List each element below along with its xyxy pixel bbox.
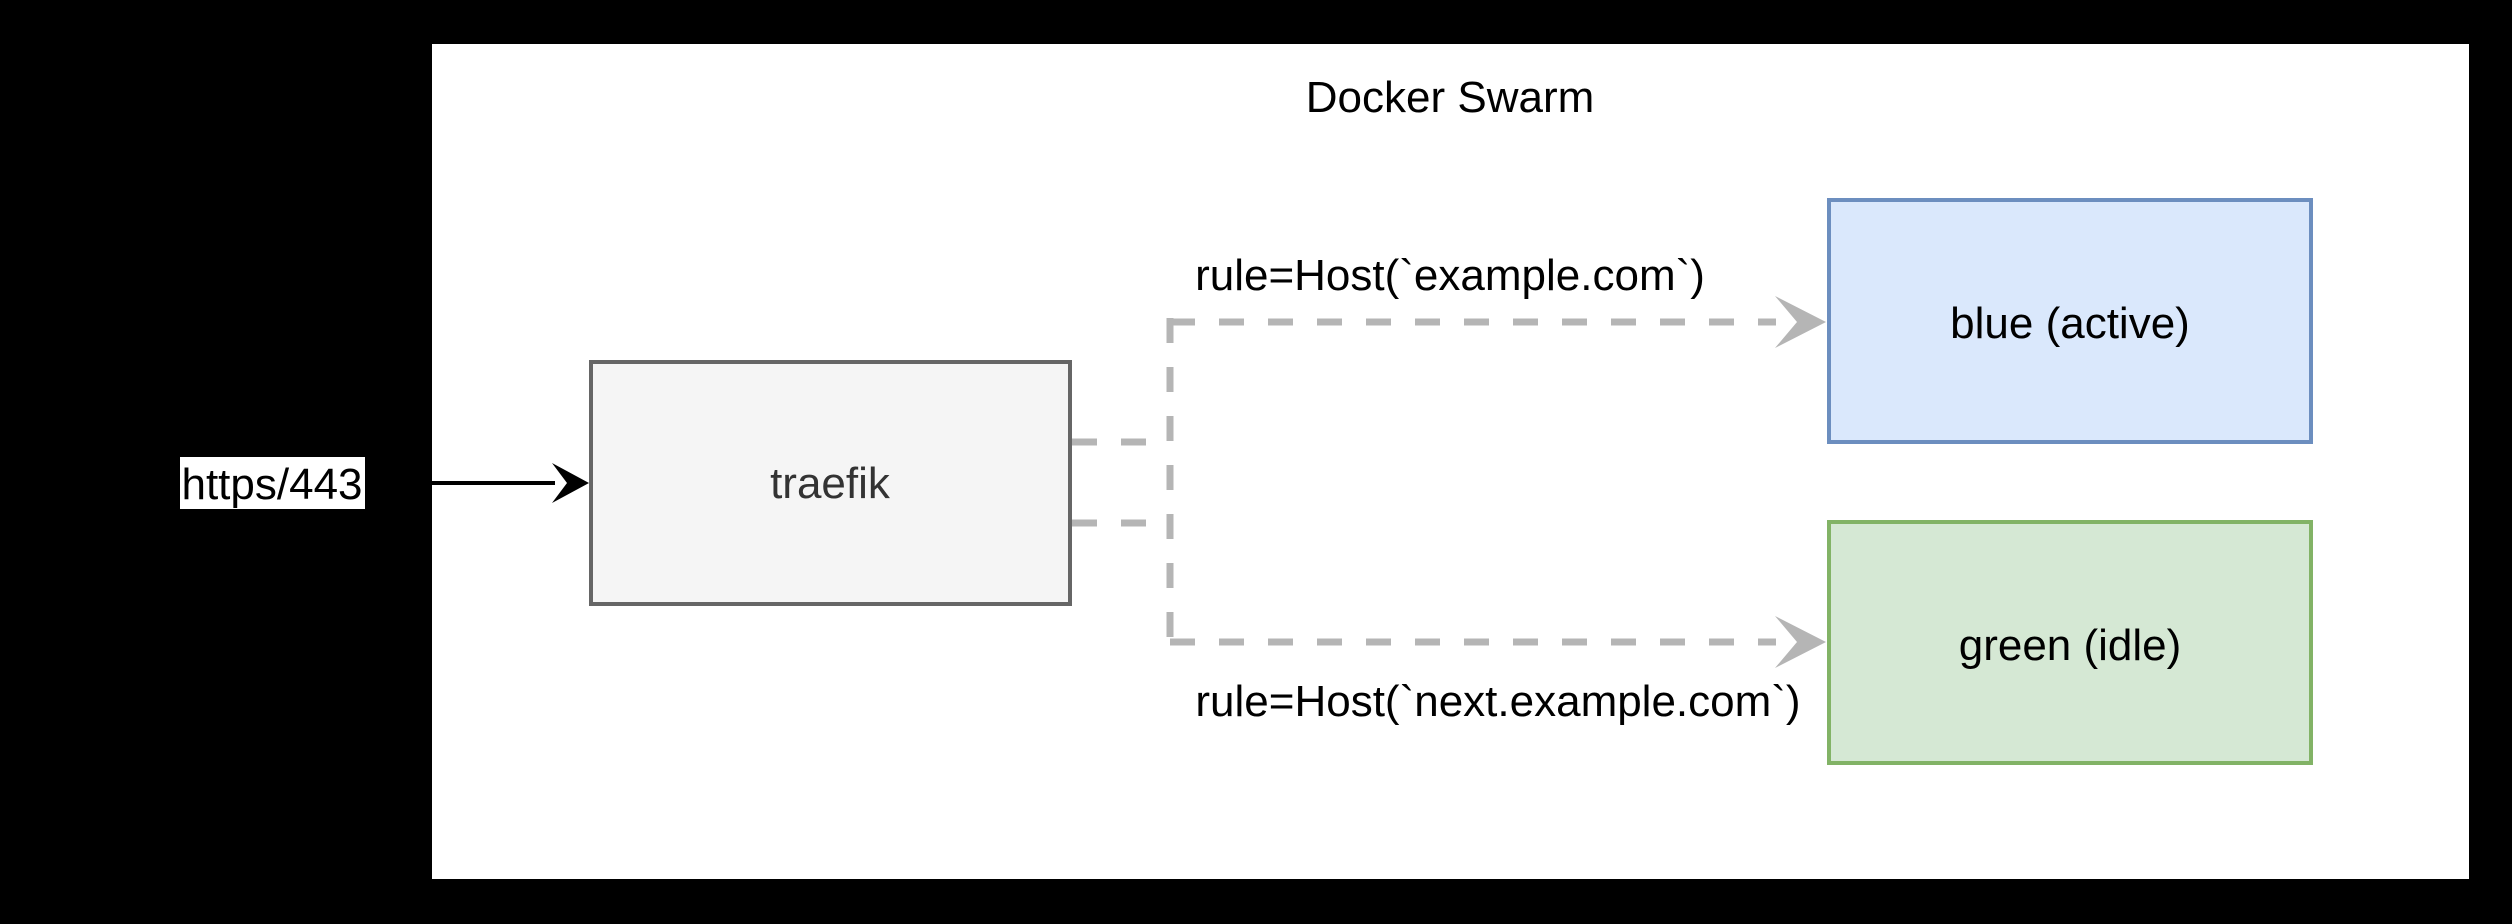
edge-to-blue-label: rule=Host(`example.com`) xyxy=(1195,251,1705,300)
node-traefik-label: traefik xyxy=(770,459,891,508)
node-traefik xyxy=(589,360,1072,606)
diagram-title: Docker Swarm xyxy=(1306,73,1595,122)
edge-to-blue-arrowhead-icon xyxy=(1775,296,1826,348)
node-blue xyxy=(1827,198,2313,444)
ingress-label: https/443 xyxy=(181,460,362,509)
edge-to-green-label: rule=Host(`next.example.com`) xyxy=(1195,677,1800,726)
node-blue-label: blue (active) xyxy=(1950,299,2190,348)
ingress-label-background xyxy=(180,457,365,509)
node-green-label: green (idle) xyxy=(1959,621,2182,670)
edge-to-green-arrowhead-icon xyxy=(1775,616,1826,668)
dashed-edges xyxy=(1072,318,1776,646)
node-green xyxy=(1827,520,2313,765)
ingress-arrowhead-icon xyxy=(552,463,589,503)
